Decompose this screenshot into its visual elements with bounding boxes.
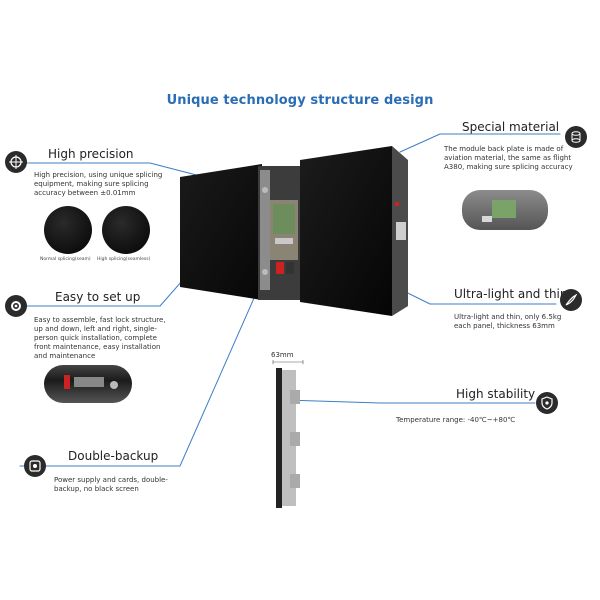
- high-stability-desc: Temperature range: -40℃~+80℃: [396, 416, 516, 424]
- feather-icon: [560, 289, 582, 311]
- ultra-light-title: Ultra-light and thin: [454, 287, 568, 301]
- normal-splicing-label: Normal splicing(seam): [40, 257, 91, 262]
- high-stability-title: High stability: [456, 387, 536, 401]
- cylinder-icon: [565, 126, 587, 148]
- special-material-desc: The module back plate is made of aviatio…: [444, 145, 573, 171]
- page-title: Unique technology structure design: [166, 93, 434, 108]
- side-profile: [272, 360, 304, 508]
- shield-icon: [536, 392, 558, 414]
- special-material-title: Special material: [462, 120, 560, 134]
- crosshair-icon: [5, 151, 27, 173]
- right-led-panel: [300, 146, 408, 316]
- high-precision-desc: High precision, using unique splicing eq…: [34, 171, 163, 197]
- backplate-photo: [462, 190, 548, 230]
- gear-icon: [5, 295, 27, 317]
- thickness-label: 63mm: [271, 351, 294, 359]
- easy-setup-title: Easy to set up: [55, 290, 141, 304]
- easy-setup-desc: Easy to assemble, fast lock structure, u…: [34, 316, 166, 360]
- normal-splicing-photo: [44, 206, 92, 254]
- high-splicing-photo: [102, 206, 150, 254]
- ultra-light-desc: Ultra-light and thin, only 6.5kg each pa…: [454, 313, 562, 330]
- exposed-module: [258, 166, 306, 300]
- setup-photo: [44, 365, 132, 403]
- double-backup-title: Double-backup: [68, 449, 159, 463]
- backup-icon: [24, 455, 46, 477]
- left-led-panel: [180, 164, 262, 300]
- high-precision-title: High precision: [48, 147, 134, 161]
- double-backup-desc: Power supply and cards, double-backup, n…: [54, 476, 168, 493]
- high-splicing-label: High splicing(seamless): [97, 257, 151, 262]
